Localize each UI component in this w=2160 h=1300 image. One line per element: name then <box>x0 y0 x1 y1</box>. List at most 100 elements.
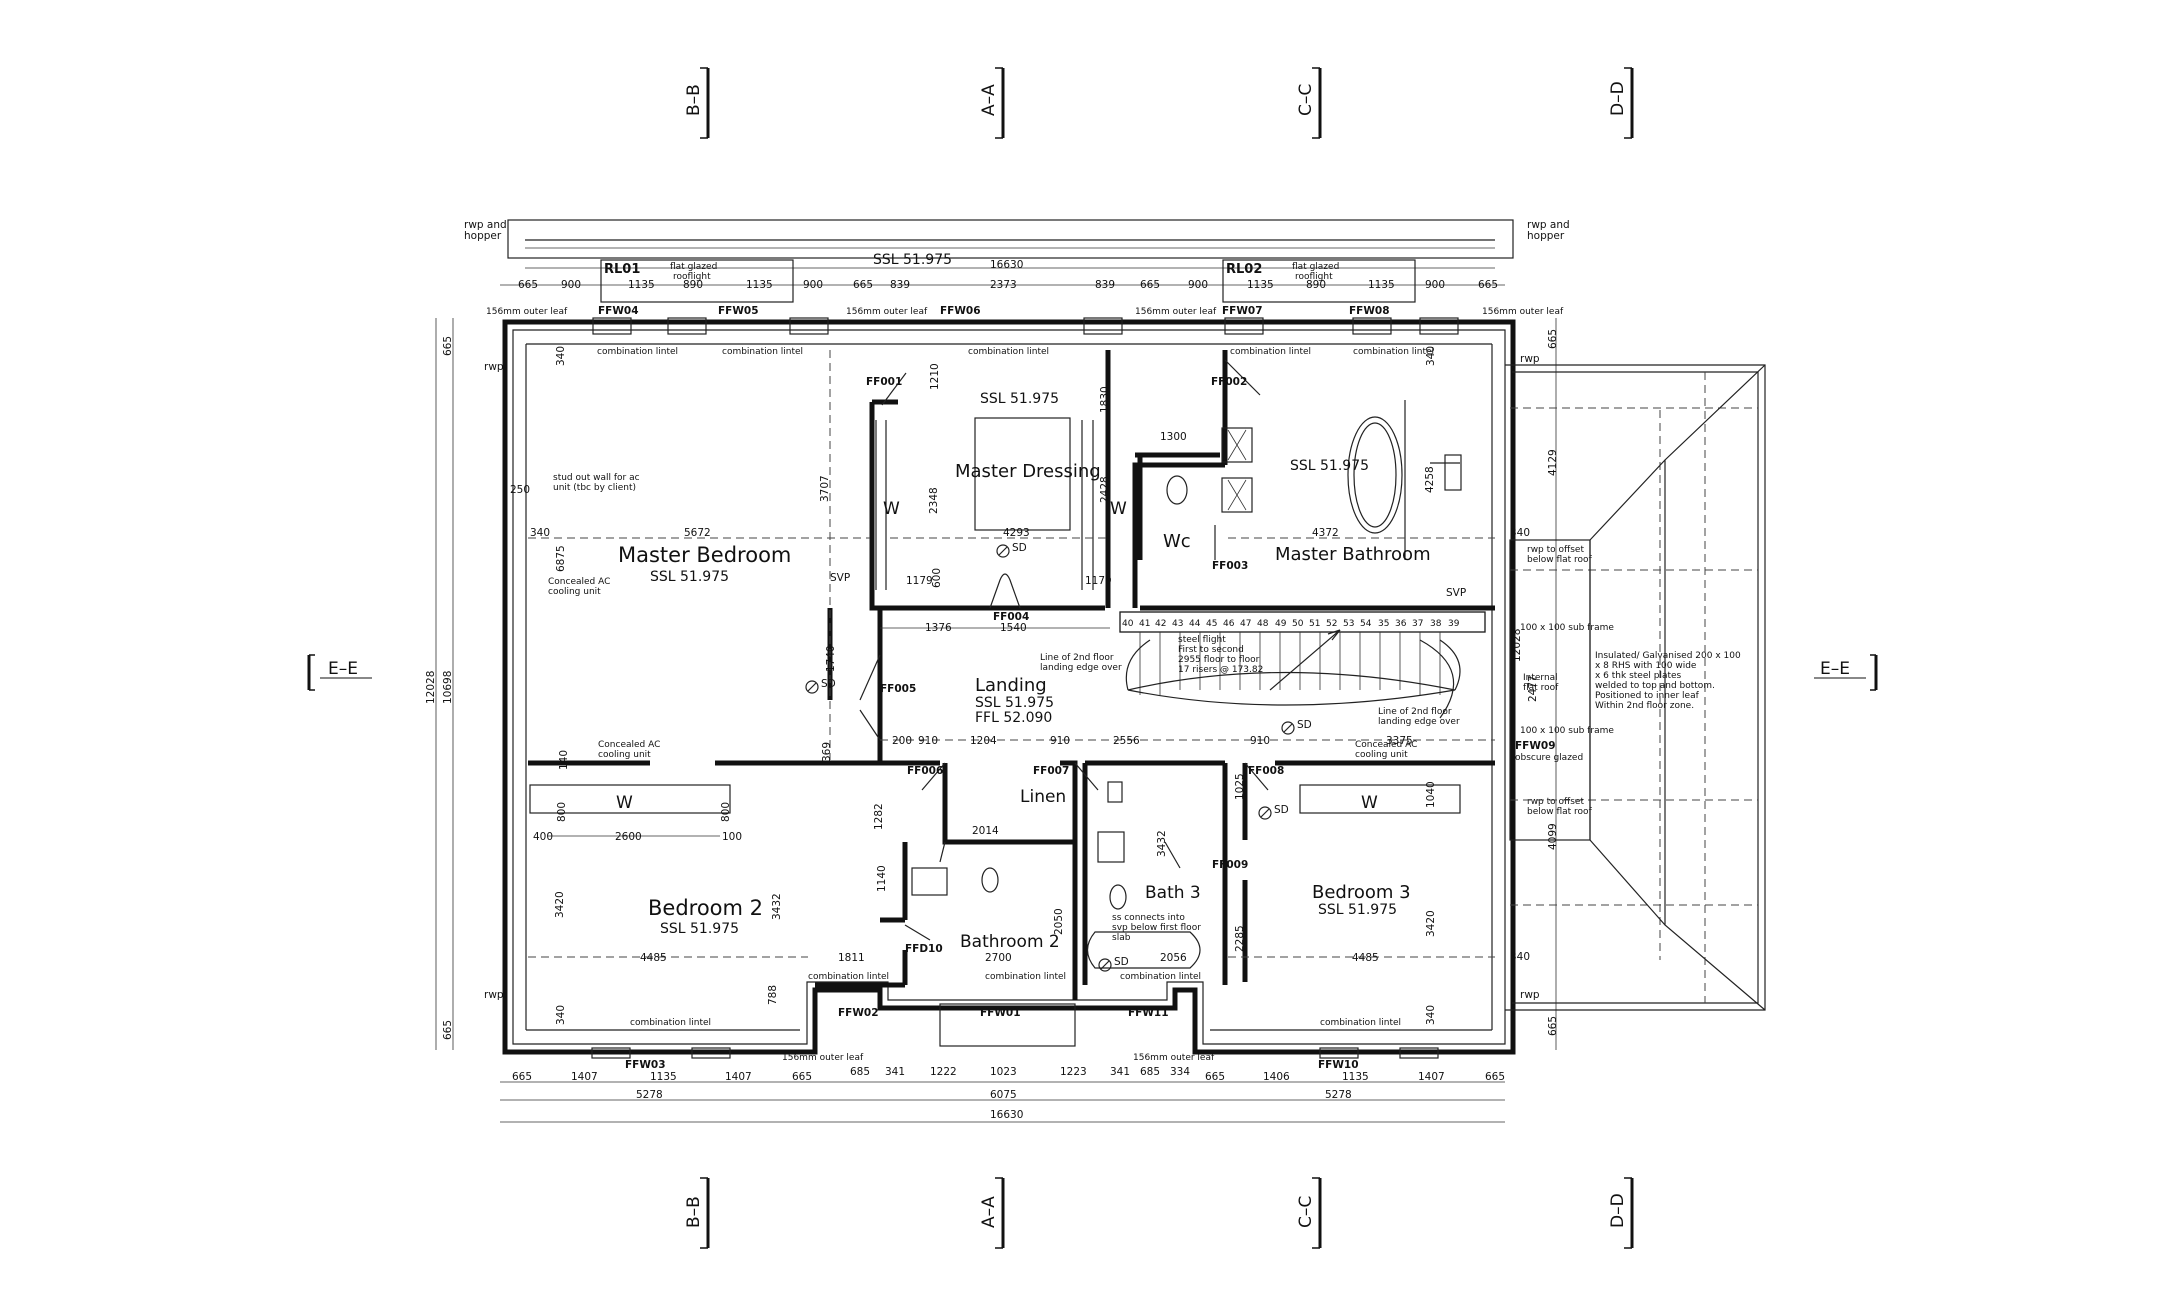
top-dim-1: 665 <box>518 279 538 291</box>
room-wc: Wc <box>1163 531 1191 552</box>
room-master-bathroom-ssl: SSL 51.975 <box>1290 458 1369 474</box>
right-dim-665-top: 665 <box>1547 329 1559 349</box>
dim-master-bedroom-depth: 3707 <box>819 475 831 502</box>
window-ffw01-tag: FFW01 <box>980 1007 1021 1019</box>
top-ssl-label: SSL 51.975 <box>873 252 952 268</box>
bottom-dim-10: 1223 <box>1060 1066 1087 1078</box>
door-ff004-tag: FF004 <box>993 611 1029 623</box>
dim-400: 400 <box>533 831 553 843</box>
dim-369: 369 <box>821 742 833 762</box>
bottom-dim-11: 341 <box>1110 1066 1130 1078</box>
section-markers: B–B A–A C–C D–D B–B <box>307 67 1878 1249</box>
rooflight-rl02-note-1: flat glazed <box>1292 262 1339 272</box>
lintel-note-3: combination lintel <box>968 347 1049 357</box>
top-dim-17: 665 <box>1478 279 1498 291</box>
window-ffw02-tag: FFW02 <box>838 1007 879 1019</box>
bottom-dim-5: 665 <box>792 1071 812 1083</box>
rwp-hopper-right-1: rwp and <box>1527 219 1570 231</box>
lintel-note-bath2: combination lintel <box>985 972 1066 982</box>
bathroom2-basin <box>911 867 948 896</box>
rwp-hopper-left-2: hopper <box>464 230 502 242</box>
dim-2285: 2285 <box>1234 925 1246 952</box>
door-ff003-tag: FF003 <box>1212 560 1248 572</box>
bottom-outer-leaf-1: 156mm outer leaf <box>782 1053 864 1063</box>
top-lintels: combination lintel combination lintel co… <box>597 347 1434 357</box>
dim-340-b3: 340 <box>1510 951 1530 963</box>
dim-2348: 2348 <box>928 487 940 514</box>
sd-label-2: SD <box>821 678 836 690</box>
dim-bedroom2-width: 4485 <box>640 952 667 964</box>
dim-1282: 1282 <box>873 803 885 830</box>
note-sub-frame-2: 100 x 100 sub frame <box>1520 726 1614 736</box>
dim-master-dressing-width: 4293 <box>1003 527 1030 539</box>
lintel-note-2: combination lintel <box>722 347 803 357</box>
section-label-bb-bottom: B–B <box>684 1196 704 1228</box>
dim-1830: 1830 <box>1099 386 1111 413</box>
dim-1811: 1811 <box>838 952 865 964</box>
dim-1204: 1204 <box>970 735 997 747</box>
stair-tread-41: 41 <box>1139 619 1150 629</box>
dim-2428: 2428 <box>1099 476 1111 503</box>
note-rwp-offset-bottom-2: below flat roof <box>1527 807 1593 817</box>
note-ss-connects-3: slab <box>1112 933 1131 943</box>
note-line-2nd-floor-1: Line of 2nd floor <box>1040 653 1114 663</box>
bottom-outer-leaf-2: 156mm outer leaf <box>1133 1053 1215 1063</box>
dim-910-b: 910 <box>1050 735 1070 747</box>
window-ffw08-tag: FFW08 <box>1349 305 1390 317</box>
dim-1040: 1040 <box>1425 781 1437 808</box>
note-steel-plates-4: welded to top and bottom. <box>1595 681 1715 691</box>
dim-1140: 1140 <box>876 865 888 892</box>
sd-label-3: SD <box>1297 719 1312 731</box>
note-line-2nd-floor-2: landing edge over <box>1040 663 1122 673</box>
bathroom2-toilet <box>981 867 999 893</box>
room-bathroom-2: Bathroom 2 <box>960 932 1060 952</box>
smoke-detector-icon: SD <box>805 678 836 694</box>
bottom-dim-1: 665 <box>512 1071 532 1083</box>
stair-tread-38: 38 <box>1430 619 1442 629</box>
stair-tread-40: 40 <box>1122 619 1134 629</box>
room-bedroom-3-ssl: SSL 51.975 <box>1318 902 1397 918</box>
door-ff009-tag: FF009 <box>1212 859 1248 871</box>
top-dim-10: 839 <box>1095 279 1115 291</box>
room-bedroom-2-ssl: SSL 51.975 <box>660 921 739 937</box>
wardrobe-dressing-right: W <box>1110 499 1127 519</box>
door-ff008-tag: FF008 <box>1248 765 1284 777</box>
note-steel-plates-5: Positioned to inner leaf <box>1595 691 1700 701</box>
top-dim-11: 665 <box>1140 279 1160 291</box>
notes: stud out wall for ac unit (tbc by client… <box>484 353 1741 1001</box>
stair-tread-45: 45 <box>1206 619 1217 629</box>
dressing-island <box>974 417 1071 531</box>
note-internal-roof-1: Internal <box>1523 673 1558 683</box>
top-dim-3: 1135 <box>628 279 655 291</box>
dim-1376: 1376 <box>925 622 952 634</box>
stair-tread-37: 37 <box>1412 619 1423 629</box>
dim-bedroom3-depth: 3420 <box>1425 910 1437 937</box>
section-label-dd: D–D <box>1608 81 1628 116</box>
room-master-dressing-ssl: SSL 51.975 <box>980 391 1059 407</box>
rwp-label-3: rwp <box>1520 353 1540 365</box>
rooflight-rl02-tag: RL02 <box>1226 262 1262 277</box>
section-marker-ee-right: E–E <box>1814 654 1878 691</box>
section-marker-bb-bottom: B–B <box>684 1177 710 1249</box>
smoke-detector-icon: SD <box>1098 956 1129 972</box>
dim-340-right: 340 <box>1510 527 1530 539</box>
section-label-bb: B–B <box>684 84 704 116</box>
bottom-dim-14: 665 <box>1205 1071 1225 1083</box>
window-ffw09-tag: FFW09 <box>1515 740 1556 752</box>
note-rwp-offset-top-2: below flat roof <box>1527 555 1593 565</box>
room-linen: Linen <box>1020 787 1066 807</box>
smoke-detector-icon: SD <box>1258 804 1289 820</box>
section-label-dd-bottom: D–D <box>1608 1193 1628 1228</box>
outer-walls <box>502 319 1516 1055</box>
bath3-basin <box>1097 831 1125 863</box>
stair-tread-50: 50 <box>1292 619 1304 629</box>
wardrobe-bedroom2: W <box>616 793 633 813</box>
bottom-dim-7: 341 <box>885 1066 905 1078</box>
window-ffw07-tag: FFW07 <box>1222 305 1263 317</box>
dim-2600: 2600 <box>615 831 642 843</box>
dim-2556: 2556 <box>1113 735 1140 747</box>
rwp-label-1: rwp <box>484 361 504 373</box>
door-ff010-tag: FFD10 <box>905 943 943 955</box>
bathtub <box>1347 416 1403 534</box>
